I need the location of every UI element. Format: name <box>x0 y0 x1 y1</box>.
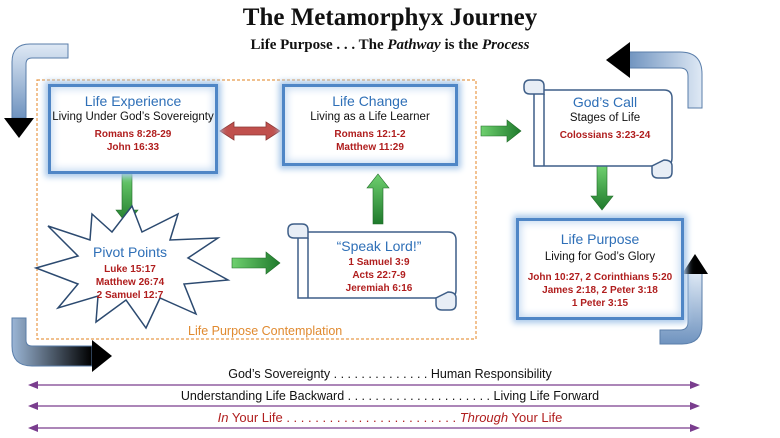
life-experience-refs: Romans 8:28-29 John 16:33 <box>51 128 215 154</box>
scripture-ref: Romans 8:28-29 <box>94 129 172 140</box>
scripture-ref: James 2:18, 2 Peter 3:18 <box>542 285 658 296</box>
life-experience-title: Life Experience <box>84 93 182 109</box>
line3-your-life-2: Your Life <box>508 410 563 425</box>
life-purpose-title: Life Purpose <box>560 231 640 247</box>
scripture-ref: Colossians 3:23-24 <box>559 130 651 141</box>
line3-your-life-1: Your Life . . . . . . . . . . . . . . . … <box>228 410 460 425</box>
line3-in: In <box>217 410 229 425</box>
subtitle-pathway: Pathway <box>387 37 441 53</box>
curved-arrow-top-right <box>606 42 703 109</box>
subtitle-part1: Life Purpose . . . The <box>250 37 388 53</box>
curved-arrow-bottom-left <box>11 317 112 372</box>
gods-call-title: God’s Call <box>572 94 638 110</box>
timeline-line-2: Understanding Life Backward . . . . . . … <box>180 389 600 403</box>
gods-call-scroll <box>523 79 673 179</box>
life-purpose-card: Life Purpose Living for God’s Glory John… <box>516 218 684 320</box>
timeline-arrows <box>28 381 700 432</box>
speak-lord-title: “Speak Lord!” <box>336 238 422 254</box>
page-subtitle: Life Purpose . . . The Pathway is the Pr… <box>0 37 780 54</box>
curved-arrow-bottom-right <box>659 254 708 345</box>
speak-lord-scroll <box>287 223 457 311</box>
line3-through: Through <box>459 410 509 425</box>
life-change-subtitle: Living as a Life Learner <box>310 111 430 123</box>
subtitle-process: Process <box>481 37 530 53</box>
pivot-points-content: Pivot Points Luke 15:17 Matthew 26:74 2 … <box>82 244 178 302</box>
timeline-line-1: God’s Sovereignty . . . . . . . . . . . … <box>228 367 552 381</box>
scripture-ref: John 16:33 <box>106 142 160 153</box>
subtitle-part2: is the <box>440 37 482 53</box>
life-change-card: Life Change Living as a Life Learner Rom… <box>282 84 458 166</box>
speak-lord-content: “Speak Lord!” 1 Samuel 3:9 Acts 22:7-9 J… <box>310 238 448 295</box>
arrow-speak-to-change <box>366 173 390 225</box>
life-change-title: Life Change <box>332 93 408 109</box>
scripture-ref: John 10:27, 2 Corinthians 5:20 <box>527 272 673 283</box>
scripture-ref: 1 Samuel 3:9 <box>348 257 410 268</box>
contemplation-label: Life Purpose Contemplation <box>188 324 343 338</box>
timeline-line-3: In Your Life . . . . . . . . . . . . . .… <box>0 410 780 425</box>
speak-lord-refs: 1 Samuel 3:9 Acts 22:7-9 Jeremiah 6:16 <box>310 256 448 295</box>
scripture-ref: 1 Peter 3:15 <box>571 298 629 309</box>
gods-call-content: God’s Call Stages of Life Colossians 3:2… <box>546 94 664 142</box>
pivot-points-starburst <box>33 204 231 330</box>
pivot-points-title: Pivot Points <box>93 244 167 260</box>
life-purpose-refs: John 10:27, 2 Corinthians 5:20 James 2:1… <box>519 271 681 310</box>
page-title: The Metamorphyx Journey <box>242 4 538 31</box>
arrow-pivot-to-speak <box>231 251 281 275</box>
gods-call-subtitle: Stages of Life <box>569 112 641 124</box>
scripture-ref: Jeremiah 6:16 <box>345 283 413 294</box>
arrow-call-to-purpose <box>590 165 614 211</box>
life-experience-subtitle: Living Under God’s Sovereignty <box>52 111 214 123</box>
scripture-ref: 2 Samuel 12:7 <box>96 290 164 301</box>
scripture-ref: Romans 12:1-2 <box>334 129 406 140</box>
scripture-ref: Matthew 11:29 <box>336 142 404 153</box>
life-purpose-subtitle: Living for God’s Glory <box>544 251 656 263</box>
life-change-refs: Romans 12:1-2 Matthew 11:29 <box>285 128 455 154</box>
double-arrow-red <box>219 121 281 141</box>
scripture-ref: Matthew 26:74 <box>95 277 165 288</box>
scripture-ref: Acts 22:7-9 <box>352 270 406 281</box>
gods-call-refs: Colossians 3:23-24 <box>546 129 664 142</box>
arrow-change-to-call <box>480 119 522 143</box>
contemplation-frame <box>36 79 477 340</box>
pivot-points-refs: Luke 15:17 Matthew 26:74 2 Samuel 12:7 <box>82 263 178 302</box>
curved-arrow-top-left <box>4 43 69 138</box>
life-experience-card: Life Experience Living Under God’s Sover… <box>48 84 218 174</box>
scripture-ref: Luke 15:17 <box>104 264 156 275</box>
